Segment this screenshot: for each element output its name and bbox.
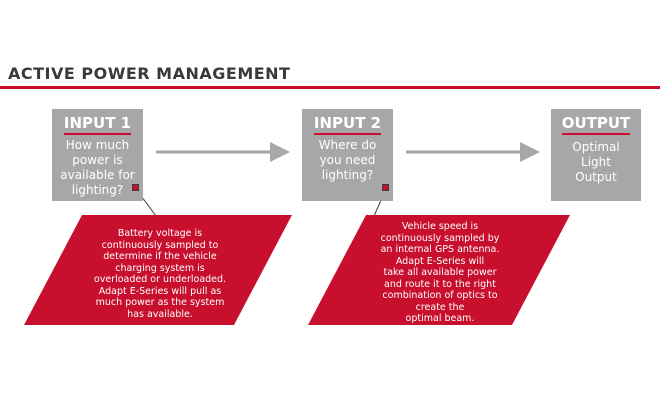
text-line: determine if the vehicle (103, 251, 217, 262)
text-line: take all available power (383, 267, 497, 278)
text-line: has available. (127, 308, 193, 320)
text-line: combination of optics to (382, 290, 498, 301)
text-line: charging system is (115, 262, 205, 274)
diagram-title: ACTIVE POWER MANAGEMENT (8, 64, 291, 83)
text-line: continuously sampled by (380, 232, 500, 244)
text-line: Adapt E-Series will pull as (98, 285, 222, 297)
text-line: Where do (318, 138, 377, 152)
text-line: and route it to the right (384, 278, 496, 290)
callout-1-text: Battery voltage is continuously sampled … (70, 228, 250, 320)
title-underline (0, 86, 660, 89)
text-line: Light (581, 155, 611, 169)
text-line: Vehicle speed is (401, 221, 479, 232)
callout-1-shape (24, 215, 292, 325)
text-line: Output (575, 170, 617, 184)
input-2-description: Where do you need lighting? (302, 138, 393, 183)
text-line: lighting? (321, 168, 374, 182)
text-line: available for (60, 168, 135, 182)
text-line: much power as the system (95, 297, 225, 308)
text-line: continuously sampled to (101, 239, 219, 251)
input-2-heading: INPUT 2 (313, 115, 382, 135)
text-line: overloaded or underloaded. (93, 274, 227, 285)
input-2-marker (382, 184, 389, 191)
callout-2-text: Vehicle speed is continuously sampled by… (350, 221, 530, 325)
output-box: OUTPUT Optimal Light Output (551, 109, 641, 201)
text-line: optimal beam. (405, 313, 475, 324)
text-line: lighting? (71, 183, 124, 197)
text-line: How much (65, 138, 130, 152)
text-line: power is (72, 153, 123, 167)
input-2-box: INPUT 2 Where do you need lighting? (302, 109, 393, 201)
text-line: Adapt E-Series will (395, 255, 485, 267)
text-line: you need (319, 153, 376, 167)
output-heading: OUTPUT (561, 115, 631, 135)
input-1-heading: INPUT 1 (63, 115, 132, 135)
arrow-input1-to-input2 (156, 142, 290, 162)
callout-2-shape (308, 215, 570, 325)
input-1-marker (132, 184, 139, 191)
arrow-input2-to-output (406, 142, 540, 162)
input-1-description: How much power is available for lighting… (52, 138, 143, 198)
output-description: Optimal Light Output (551, 140, 641, 185)
text-line: create the (415, 301, 465, 313)
input-1-box: INPUT 1 How much power is available for … (52, 109, 143, 201)
text-line: Battery voltage is (117, 228, 203, 239)
text-line: an internal GPS antenna. (380, 244, 500, 255)
text-line: Optimal (572, 140, 620, 154)
